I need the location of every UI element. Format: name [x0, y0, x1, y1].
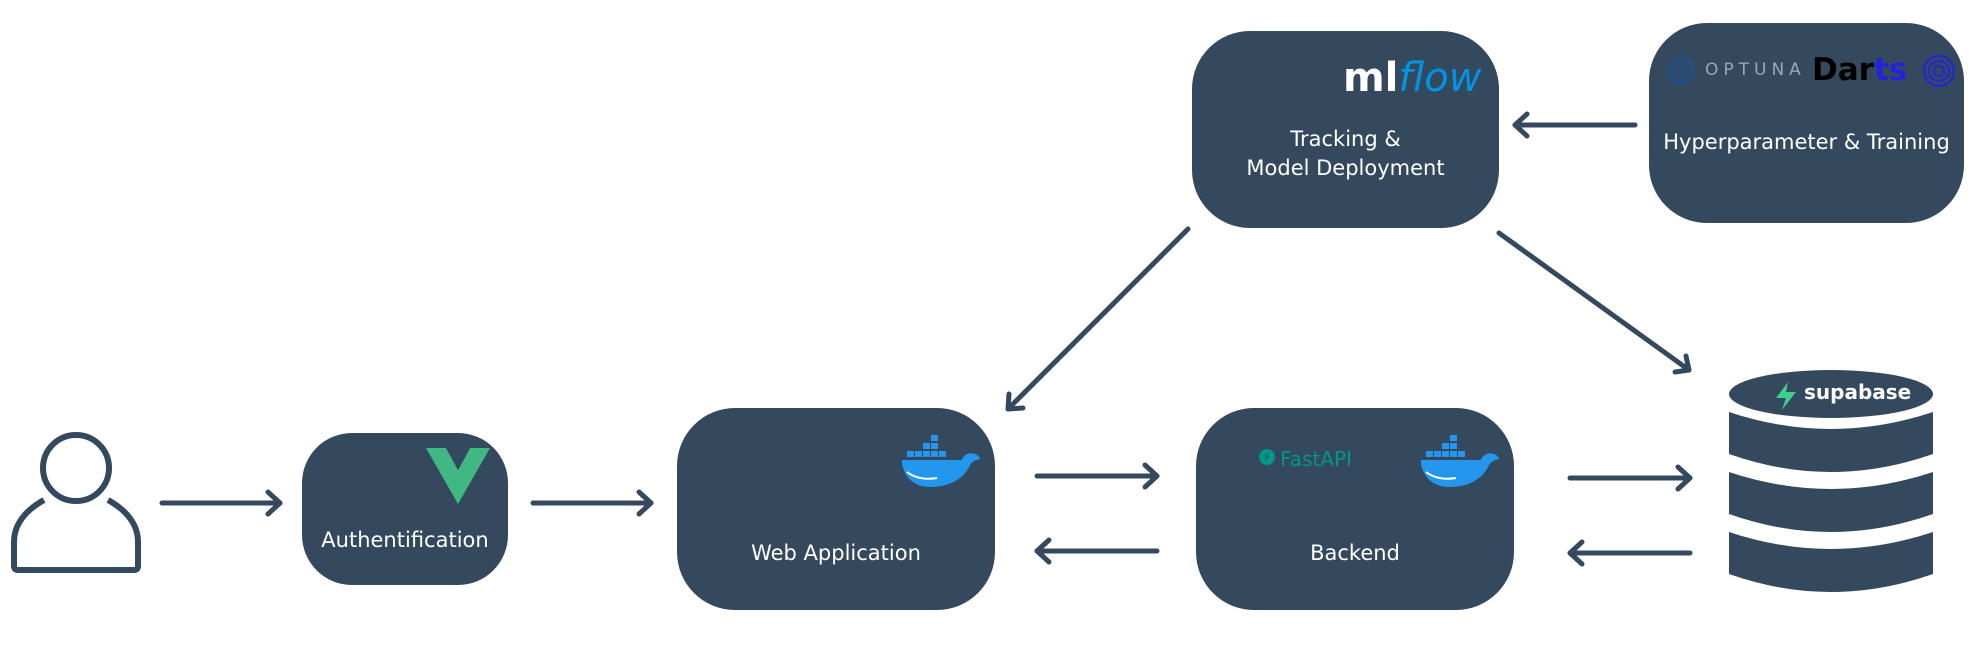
training-node: OPTUNA Darts Hyperparameter & Training [1649, 23, 1964, 223]
mlflow-logo-flow: flow [1398, 55, 1482, 101]
arrow-auth-to-webapp [530, 489, 654, 517]
arrow-mlflow-to-webapp [1005, 226, 1191, 412]
arrow-training-to-mlflow [1512, 111, 1638, 139]
supabase-database-icon [1729, 370, 1933, 592]
darts-logo-dar: Dar [1812, 52, 1874, 88]
mlflow-logo-ml: ml [1343, 55, 1399, 101]
optuna-logo-text: OPTUNA [1705, 60, 1806, 80]
user-icon [11, 432, 141, 573]
mlflow-label-line1: Tracking & [1290, 127, 1401, 151]
mlflow-logo: mlflow [1343, 55, 1481, 101]
arrow-webapp-to-backend [1034, 462, 1160, 490]
arrow-mlflow-to-database [1496, 230, 1692, 375]
arrow-user-to-auth [159, 489, 283, 517]
arrow-backend-to-webapp [1034, 537, 1160, 565]
fastapi-logo-text: FastAPI [1280, 447, 1352, 471]
backend-node: ⚡ FastAPI Backend [1196, 408, 1514, 610]
auth-node: Authentification [302, 433, 508, 585]
auth-label: Authentification [321, 528, 489, 552]
arrow-database-to-backend [1567, 539, 1693, 567]
docker-whale-icon [902, 435, 980, 487]
darts-logo-ts: ts [1873, 52, 1908, 88]
webapp-label: Web Application [751, 541, 921, 565]
mlflow-node: mlflow Tracking & Model Deployment [1192, 31, 1499, 228]
darts-logo: Darts [1812, 50, 1907, 90]
fastapi-logo: ⚡ FastAPI [1259, 447, 1352, 475]
mlflow-label-line2: Model Deployment [1246, 156, 1445, 180]
fastapi-bolt-icon: ⚡ [1259, 449, 1275, 465]
supabase-bolt-icon [1776, 382, 1796, 410]
arrow-backend-to-database [1567, 464, 1693, 492]
training-label: Hyperparameter & Training [1663, 130, 1950, 154]
webapp-node: Web Application [677, 408, 995, 610]
backend-label: Backend [1310, 541, 1400, 565]
optuna-logo-icon [1667, 57, 1695, 85]
darts-target-icon [1923, 55, 1955, 87]
supabase-logo-text: supabase [1804, 380, 1912, 404]
docker-whale-icon [1421, 435, 1499, 487]
vue-logo-icon [426, 448, 490, 504]
